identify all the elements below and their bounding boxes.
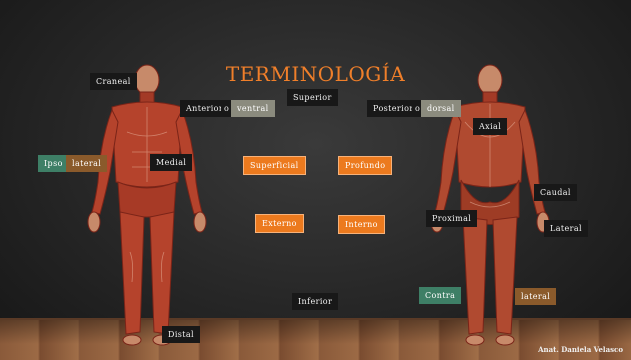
label-anterior: Anterior xyxy=(180,100,226,117)
label-inferior: Inferior xyxy=(292,293,338,310)
label-ipso: Ipso xyxy=(38,155,69,172)
label-posterior: Posterior xyxy=(367,100,417,117)
label-dorsal: dorsal xyxy=(421,100,461,117)
label-superficial: Superficial xyxy=(243,156,306,175)
label-medial: Medial xyxy=(150,154,192,171)
label-lateral: Lateral xyxy=(544,220,588,237)
label-profundo: Profundo xyxy=(338,156,392,175)
label-craneal: Craneal xyxy=(90,73,137,90)
label-interno: Interno xyxy=(338,215,385,234)
label-distal: Distal xyxy=(162,326,200,343)
label-contra: Contra xyxy=(419,287,461,304)
label-ipso-lateral: lateral xyxy=(66,155,107,172)
label-ventral: ventral xyxy=(231,100,275,117)
label-caudal: Caudal xyxy=(534,184,577,201)
label-axial: Axial xyxy=(473,118,507,135)
label-proximal: Proximal xyxy=(426,210,477,227)
label-contra-lateral: lateral xyxy=(515,288,556,305)
author-credit: Anat. Daniela Velasco xyxy=(538,345,623,354)
label-externo: Externo xyxy=(255,214,304,233)
label-superior: Superior xyxy=(287,89,338,106)
